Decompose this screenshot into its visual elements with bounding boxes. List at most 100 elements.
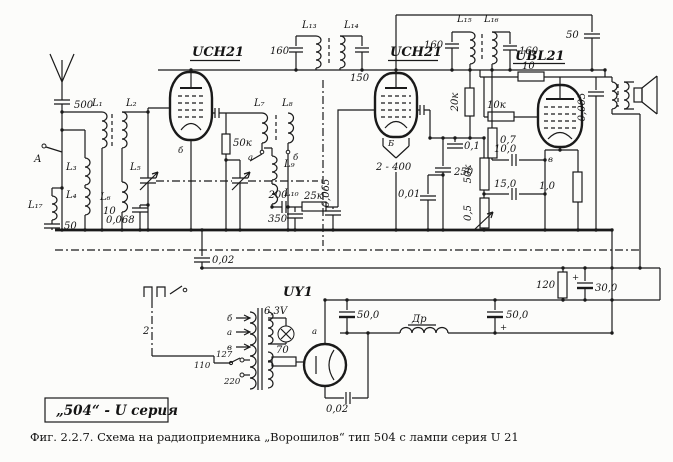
speaker-ink	[624, 81, 634, 110]
plug-contact	[228, 360, 234, 366]
if-stage-parts-ink	[464, 87, 475, 117]
junction-dots-ink	[323, 298, 327, 302]
power-transformer-ink	[236, 314, 252, 322]
pickup-mains-input-ink	[169, 285, 183, 295]
tube3-ubl21-ink	[547, 131, 573, 140]
resistor-10k-label: 10к	[487, 100, 506, 111]
series-box-label: „504“ - U серия	[56, 403, 178, 419]
junction-dots-ink	[60, 186, 64, 190]
junction-dots-ink	[293, 228, 297, 232]
if-transformer-1-ink	[339, 35, 346, 70]
power-transformer-ink	[236, 343, 252, 351]
if-transformer-2-ink	[469, 31, 476, 70]
junction-dots-ink	[441, 173, 445, 177]
antenna-section-ink	[84, 157, 91, 186]
antenna-section-ink	[51, 195, 58, 221]
if-transformer-1-ink	[315, 35, 322, 70]
tube3-ubl21-ink	[483, 77, 488, 118]
junction-dots-ink	[294, 68, 298, 72]
junction-dots-ink	[146, 110, 150, 114]
junction-dots-ink	[345, 298, 349, 302]
junction-dots-ink	[468, 68, 472, 72]
antenna-section-ink	[45, 146, 63, 153]
junction-dots-ink	[441, 136, 445, 140]
tube1-label: UCH21	[192, 45, 244, 60]
cap-500-label: 500	[74, 100, 94, 111]
if-transformer-1-ink	[289, 36, 303, 70]
junction-dots-ink	[286, 228, 290, 232]
resistor-25k-label: 25к	[303, 191, 323, 202]
coil-l6-label: L₆	[99, 192, 111, 203]
tube3-ubl21-ink	[517, 71, 545, 82]
tube3-ubl21-ink	[572, 171, 583, 203]
power-transformer-ink	[236, 328, 252, 336]
tube3-ubl21-ink	[577, 268, 593, 284]
voltage-tap-contact	[239, 357, 245, 363]
tube1-uch21-ink	[212, 108, 262, 118]
antenna-section-ink	[132, 204, 148, 230]
cap-01-label: 0,1	[464, 141, 480, 152]
coil-l3-label: L₃	[65, 162, 77, 173]
tube3-pin-label: в	[548, 155, 553, 165]
coil-l7-label: L₇	[253, 98, 265, 109]
junction-dots-ink	[224, 158, 228, 162]
junction-dots-ink	[200, 266, 204, 270]
antenna-section-ink	[84, 187, 91, 216]
junction-dots-ink	[603, 68, 607, 72]
tap-b-label: б	[227, 313, 233, 324]
speaker-magnet	[633, 87, 643, 103]
junction-dots-ink	[594, 228, 598, 232]
variable-cap-arrow	[139, 171, 159, 191]
cap-150-label: 150	[350, 73, 370, 84]
tube2-uch21-ink	[417, 105, 431, 138]
cap-300-label: 30,0	[595, 283, 618, 294]
cap-250-label: 250	[453, 167, 474, 178]
speaker-cone	[641, 75, 658, 115]
mixer-parts-ink	[287, 207, 303, 230]
junction-dots-ink	[453, 136, 457, 140]
junction-dots-ink	[120, 228, 124, 232]
junction-dots-ink	[561, 266, 565, 270]
tube2-uch21: UCH21 Б 2 - 400	[373, 45, 442, 230]
if-transformer-2-ink	[491, 31, 498, 70]
junction-dots-ink	[426, 228, 430, 232]
pickup-mains-input-ink	[152, 355, 230, 364]
rectifier-uy1: UY1 а 50,0 Др + 50,0 0,02	[283, 285, 529, 415]
choke-label: Др	[411, 314, 427, 325]
tube3-ubl21-ink	[588, 77, 604, 230]
resistor-70-label: 70	[276, 345, 289, 356]
junction-dots-ink	[100, 228, 104, 232]
power-transformer-ink	[280, 328, 292, 340]
junction-dots-ink	[543, 158, 547, 162]
plus-sign: +	[572, 273, 579, 283]
resistor-07-label: 0,7	[500, 135, 517, 146]
series-box	[44, 397, 169, 423]
resistor-1-label: 1,0	[539, 181, 556, 192]
coil-l5-label: L₅	[129, 162, 141, 173]
junction-dots-ink	[558, 148, 562, 152]
mixer-parts-ink	[194, 230, 210, 268]
junction-dots-ink	[590, 68, 594, 72]
junction-dots-ink	[543, 192, 547, 196]
resistor-120-label: 120	[536, 280, 556, 291]
junction-dots-ink	[394, 68, 398, 72]
mixer-parts-ink	[249, 153, 263, 162]
choke-coil	[399, 326, 449, 334]
if-stage-parts-ink	[435, 138, 451, 230]
tube3-ubl21: UBL21 50 10 в 10к 0,005 1,0 120 + 30,0	[483, 15, 618, 300]
antenna-section-ink	[101, 111, 108, 149]
junction-dots-ink	[468, 136, 472, 140]
l6-value-label: 10	[103, 206, 116, 217]
tube4-label: UY1	[283, 285, 313, 300]
tube3-ubl21-ink	[557, 271, 568, 299]
switch-contact	[285, 149, 291, 155]
junction-dots-ink	[286, 205, 290, 209]
junction-dots-ink	[60, 128, 64, 132]
junction-dots-ink	[638, 266, 642, 270]
junction-dots-ink	[482, 192, 486, 196]
cap-160-label: 160	[270, 46, 290, 57]
speaker-ink	[611, 81, 640, 115]
cap-100-label: 10,0	[494, 144, 517, 155]
junction-dots-ink	[366, 331, 370, 335]
